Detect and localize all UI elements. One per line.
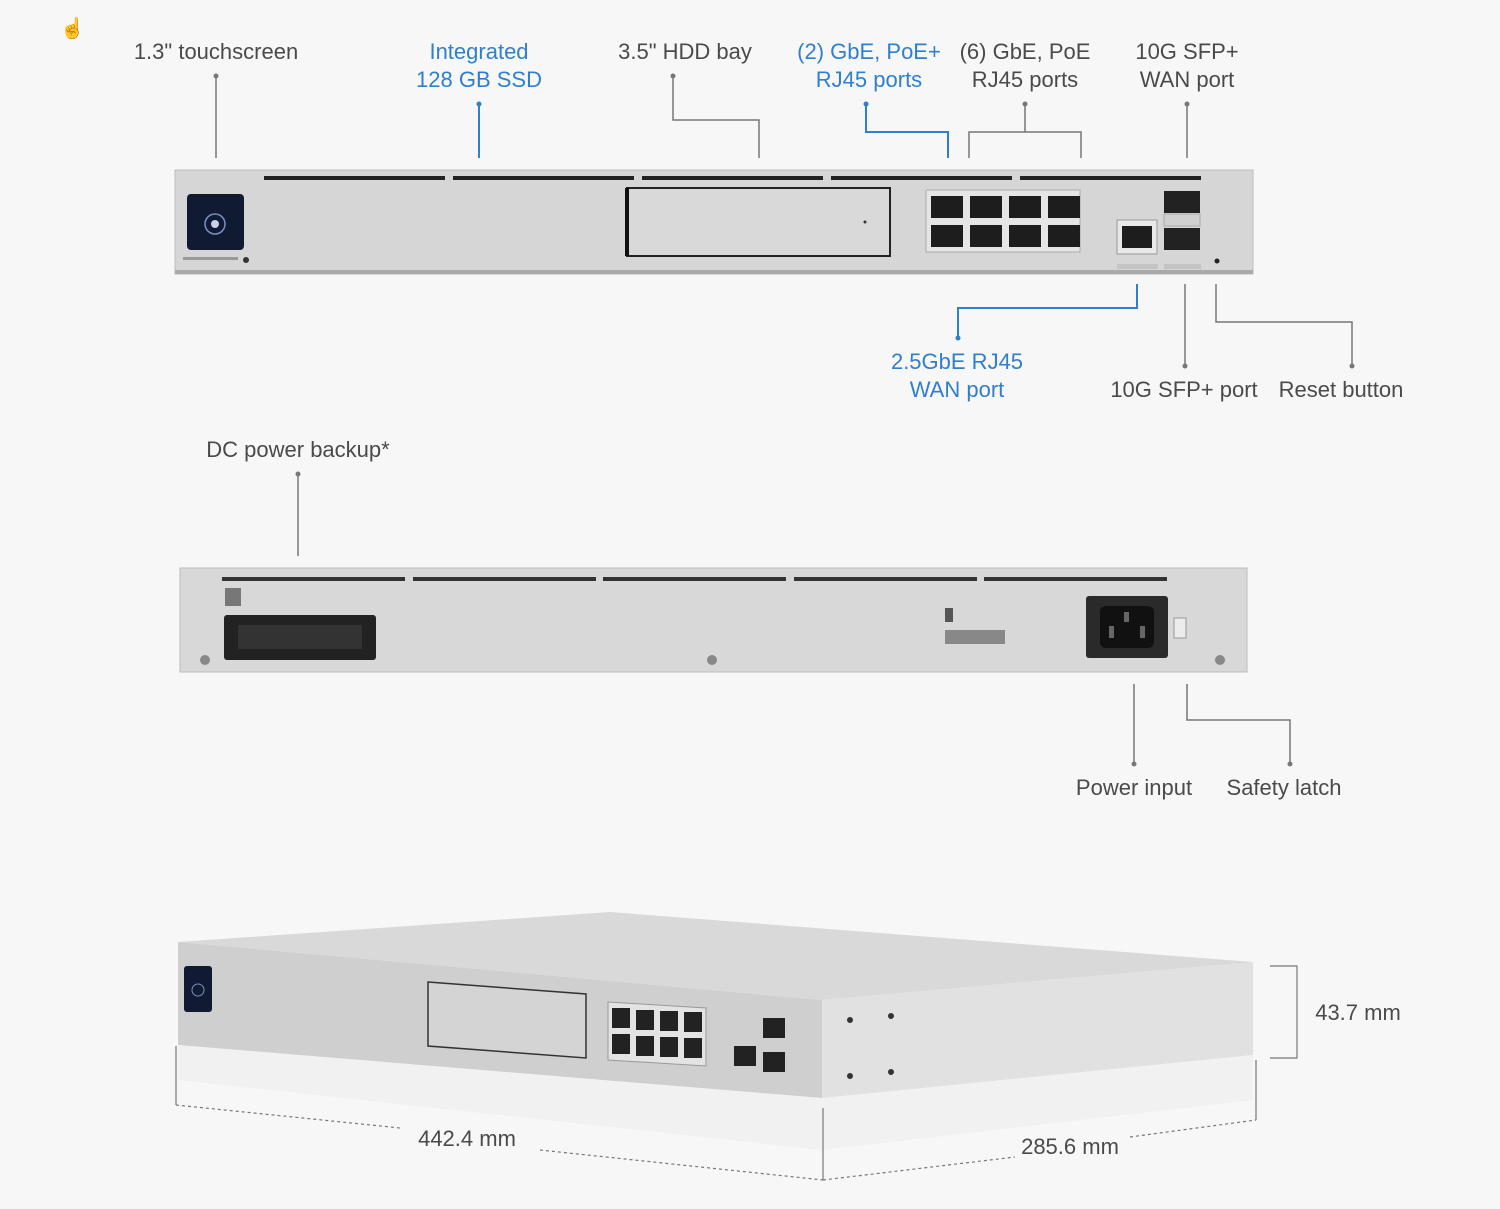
label-sfp-wan-line1: 10G SFP+ <box>1135 39 1239 64</box>
dimension-lines <box>175 965 1298 1181</box>
sfp-ports <box>1163 191 1201 269</box>
label-dc-backup: DC power backup* <box>206 437 390 462</box>
label-ssd: Integrated 128 GB SSD <box>416 38 542 94</box>
qr-code <box>225 588 241 606</box>
hand-cursor-icon: ☝ <box>60 18 85 40</box>
front-panel <box>174 169 1254 275</box>
hdd-bay <box>625 187 891 257</box>
label-touchscreen: 1.3" touchscreen <box>133 39 299 64</box>
label-poe-plus-line2: RJ45 ports <box>815 67 923 92</box>
label-safety-latch: Safety latch <box>1226 775 1342 800</box>
label-poe: (6) GbE, PoE RJ45 ports <box>960 38 1091 94</box>
touchscreen-icon <box>183 194 249 263</box>
label-poe-plus: (2) GbE, PoE+ RJ45 ports <box>797 38 941 94</box>
dimension-depth: 285.6 mm <box>1021 1134 1119 1159</box>
dc-power-connector <box>224 615 376 660</box>
dimension-width: 442.4 mm <box>418 1126 516 1151</box>
label-sfp-wan: 10G SFP+ WAN port <box>1135 38 1238 94</box>
rear-panel <box>179 567 1248 673</box>
label-rj45-wan-line1: 2.5GbE RJ45 <box>890 349 1024 374</box>
label-rj45-wan-line2: WAN port <box>909 377 1005 402</box>
wan-rj45-port <box>1116 219 1158 269</box>
safety-latch <box>1173 617 1187 639</box>
label-reset: Reset button <box>1278 377 1404 402</box>
label-poe-line1: (6) GbE, PoE <box>959 39 1091 64</box>
label-hdd: 3.5" HDD bay <box>618 39 752 64</box>
label-sfp-port: 10G SFP+ port <box>1110 377 1258 402</box>
label-power-input: Power input <box>1075 775 1193 800</box>
label-sfp-wan-line2: WAN port <box>1139 67 1235 92</box>
isometric-device <box>178 912 1253 1150</box>
power-inlet <box>1086 596 1168 658</box>
compliance-marks <box>945 608 1005 644</box>
vent-slots <box>264 176 1201 180</box>
rj45-port-block <box>925 189 1081 253</box>
label-poe-line2: RJ45 ports <box>971 67 1079 92</box>
label-ssd-line2: 128 GB SSD <box>416 67 542 92</box>
label-ssd-line1: Integrated <box>429 39 529 64</box>
dimension-height: 43.7 mm <box>1315 1000 1401 1025</box>
label-poe-plus-line1: (2) GbE, PoE+ <box>797 39 941 64</box>
reset-button <box>1214 258 1220 264</box>
